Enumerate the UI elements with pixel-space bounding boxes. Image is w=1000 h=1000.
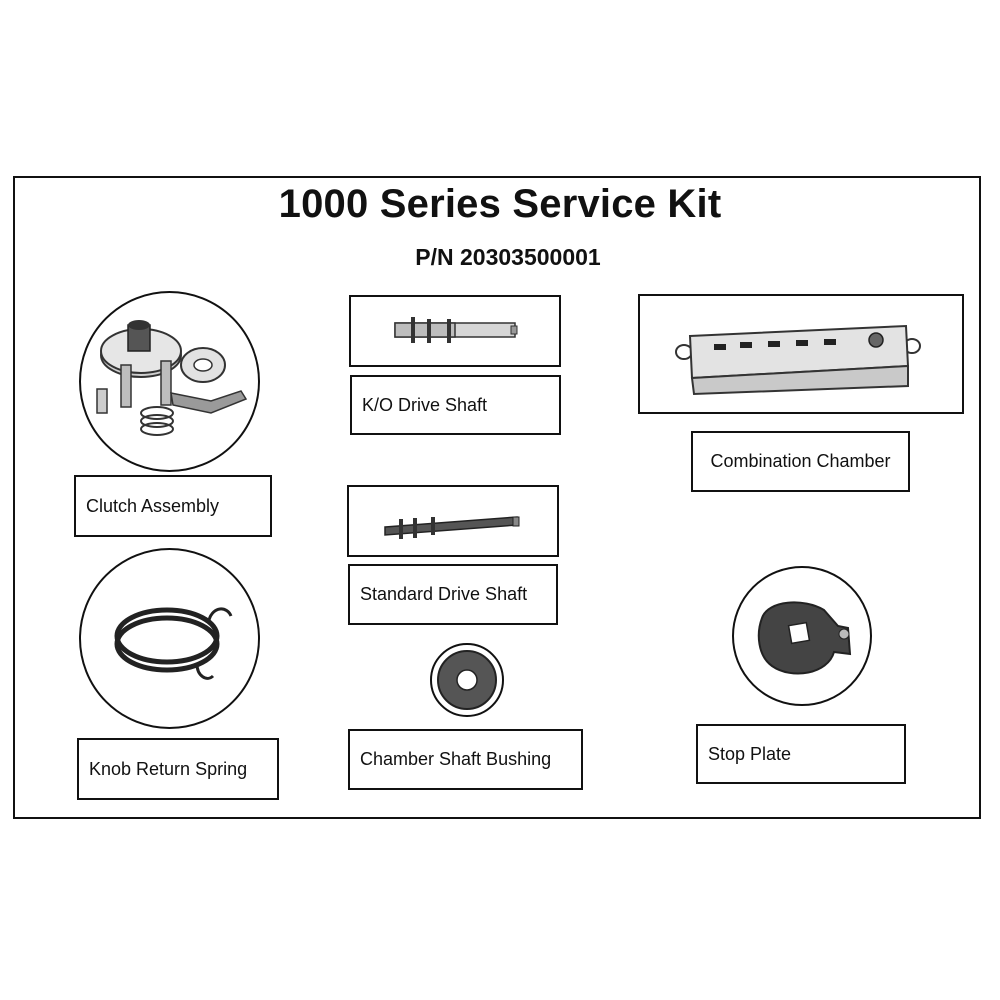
part-number: P/N 20303500001: [415, 244, 601, 270]
clutch-assembly-label: Clutch Assembly: [74, 475, 272, 537]
chamber-shaft-bushing-photo: [430, 643, 504, 717]
combination-chamber-icon: [675, 324, 921, 396]
service-kit-card: [13, 176, 981, 819]
stop-plate-label: Stop Plate: [696, 724, 906, 784]
stop-plate-icon: [757, 601, 852, 675]
knob-return-spring-label: Knob Return Spring: [77, 738, 279, 800]
clutch-assembly-photo: [79, 291, 260, 472]
chamber-shaft-bushing-icon: [437, 650, 497, 710]
clutch-assembly-icon: [96, 320, 248, 436]
combination-chamber-label: Combination Chamber: [691, 431, 910, 492]
standard-drive-shaft-icon: [384, 516, 520, 539]
chamber-shaft-bushing-label: Chamber Shaft Bushing: [348, 729, 583, 790]
knob-return-spring-photo: [79, 548, 260, 729]
ko-drive-shaft-photo: [349, 295, 561, 367]
standard-drive-shaft-label: Standard Drive Shaft: [348, 564, 558, 625]
stop-plate-photo: [732, 566, 872, 706]
standard-drive-shaft-photo: [347, 485, 559, 557]
ko-drive-shaft-label: K/O Drive Shaft: [350, 375, 561, 435]
page-title: 1000 Series Service Kit: [278, 182, 722, 226]
combination-chamber-photo: [638, 294, 964, 414]
ko-drive-shaft-icon: [394, 317, 518, 343]
knob-return-spring-icon: [114, 607, 233, 680]
